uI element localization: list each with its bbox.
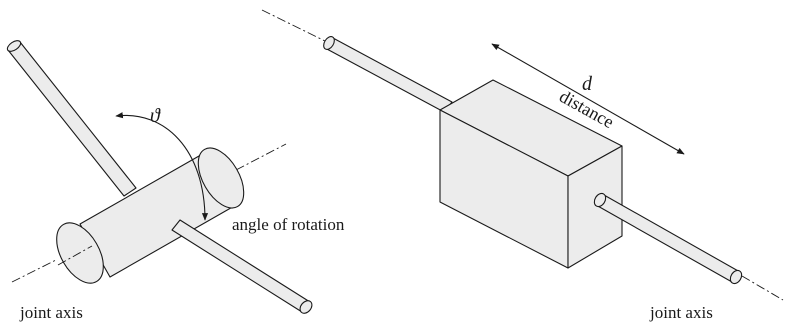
prismatic-joint: d distance joint axis xyxy=(261,9,784,322)
distance-arrow xyxy=(491,43,685,155)
revolute-joint-axis-label: joint axis xyxy=(19,303,83,322)
box-end-face xyxy=(567,145,623,269)
revolute-axis-line-right xyxy=(235,143,287,171)
rotation-arrow xyxy=(115,112,209,221)
d-symbol: d xyxy=(582,73,593,95)
revolute-axis-center xyxy=(57,245,93,266)
upper-link-end xyxy=(6,40,22,52)
revolute-axis-line xyxy=(11,259,57,283)
right-rod-end xyxy=(729,269,743,285)
lower-link-end xyxy=(299,300,313,314)
prismatic-joint-axis-label: joint axis xyxy=(649,303,713,322)
prismatic-axis-line-bottom xyxy=(741,275,784,301)
left-rod-end xyxy=(323,36,335,50)
theta-symbol: ϑ xyxy=(150,105,161,127)
upper-link xyxy=(7,41,137,197)
angle-of-rotation-label: angle of rotation xyxy=(232,215,345,234)
right-rod-start xyxy=(593,192,607,208)
prismatic-axis-line-top xyxy=(261,9,328,43)
revolute-joint: ϑ angle of rotation joint axis xyxy=(6,40,345,322)
left-rod xyxy=(324,37,453,113)
